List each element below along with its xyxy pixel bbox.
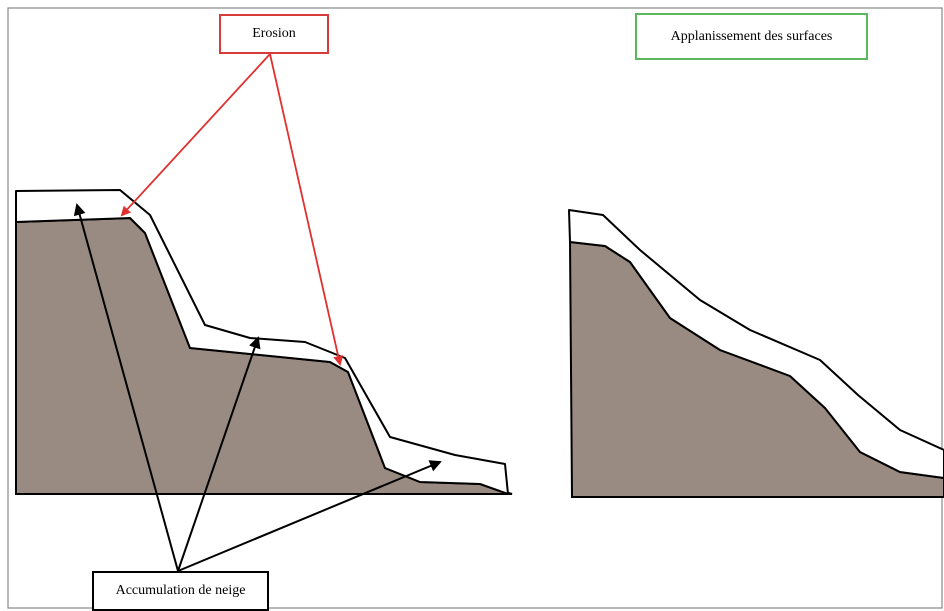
figure-frame	[7, 7, 943, 609]
erosion-arrow-left	[120, 53, 271, 217]
flattening-label: Applanissement des surfaces	[635, 13, 868, 60]
erosion-arrow-right	[269, 53, 344, 366]
snow-arrow-lower-slope	[177, 460, 442, 572]
right-snow-cover	[568, 209, 944, 479]
snow-arrow-top-plateau	[73, 203, 179, 572]
snow-arrow-middle-bench	[177, 336, 261, 572]
snow-accumulation-label: Accumulation de neige	[92, 571, 269, 611]
erosion-label: Erosion	[219, 14, 329, 54]
